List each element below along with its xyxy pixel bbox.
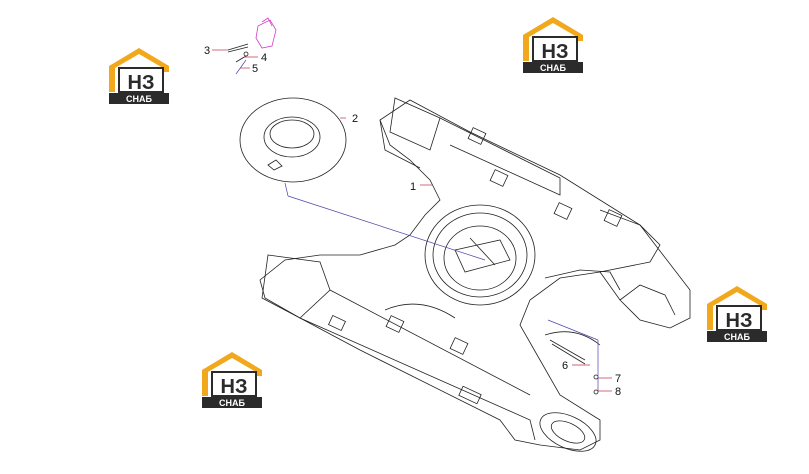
callout-8: 8 [615,386,621,398]
cover-plate[interactable] [239,97,347,183]
callout-2: 2 [352,113,358,125]
callout-4: 4 [261,52,267,64]
svg-text:НЗ: НЗ [726,310,753,332]
callout-3: 3 [204,45,210,57]
svg-text:СНАБ: СНАБ [540,63,566,73]
svg-text:НЗ: НЗ [542,41,569,63]
callout-6: 6 [562,360,568,372]
callout-5: 5 [252,63,258,75]
logo-icon: НЗ СНАБ [109,48,169,104]
undercarriage-frame[interactable] [259,97,691,459]
watermark-logo: НЗ СНАБ [521,15,585,73]
callout-7: 7 [615,373,621,385]
callout-1: 1 [410,181,416,193]
svg-text:НЗ: НЗ [221,376,248,398]
leader-lines [212,49,612,392]
svg-text:СНАБ: СНАБ [126,94,152,104]
svg-text:НЗ: НЗ [128,72,155,94]
svg-text:СНАБ: СНАБ [219,398,245,408]
logo-icon: НЗ СНАБ [202,352,262,408]
logo-icon: НЗ СНАБ [523,17,583,73]
callout-labels: 1 2 3 4 5 6 7 8 [204,45,621,398]
watermark-logo: НЗ СНАБ [705,284,769,342]
small-hardware[interactable] [549,339,599,395]
watermark-logo: НЗ СНАБ [200,350,264,408]
watermark-logo: НЗ СНАБ [107,46,171,104]
fitting-assembly[interactable] [227,17,277,63]
svg-text:СНАБ: СНАБ [724,332,750,342]
logo-icon: НЗ СНАБ [707,286,767,342]
center-ring [424,204,536,306]
